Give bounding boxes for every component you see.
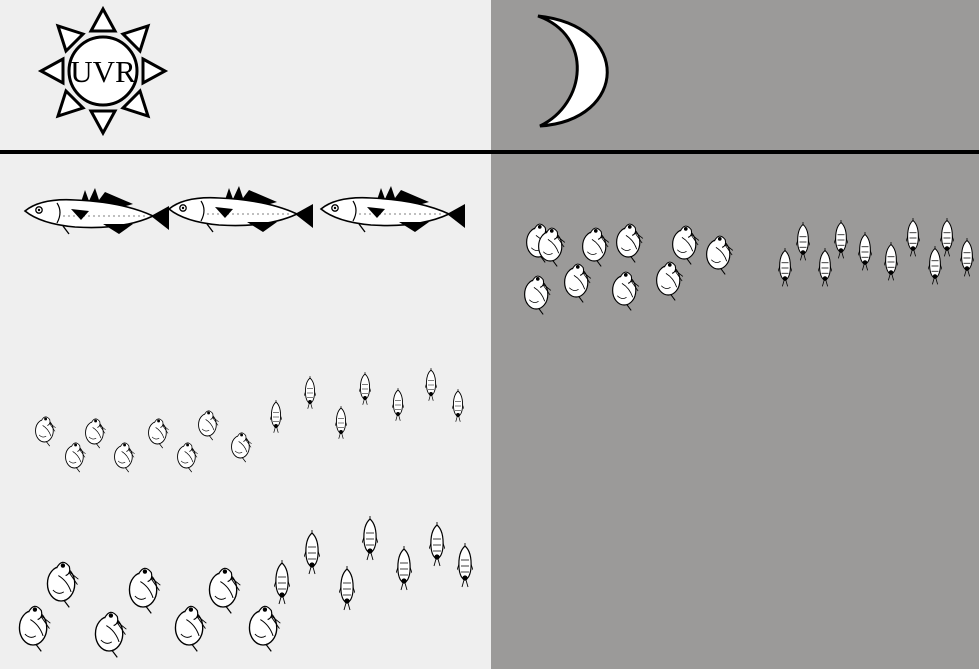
night-panel xyxy=(491,0,979,669)
sun-label: UVR xyxy=(70,54,136,89)
night-background xyxy=(491,0,979,669)
sun-icon: UVR xyxy=(41,9,165,133)
day-panel: UVR xyxy=(0,0,491,669)
